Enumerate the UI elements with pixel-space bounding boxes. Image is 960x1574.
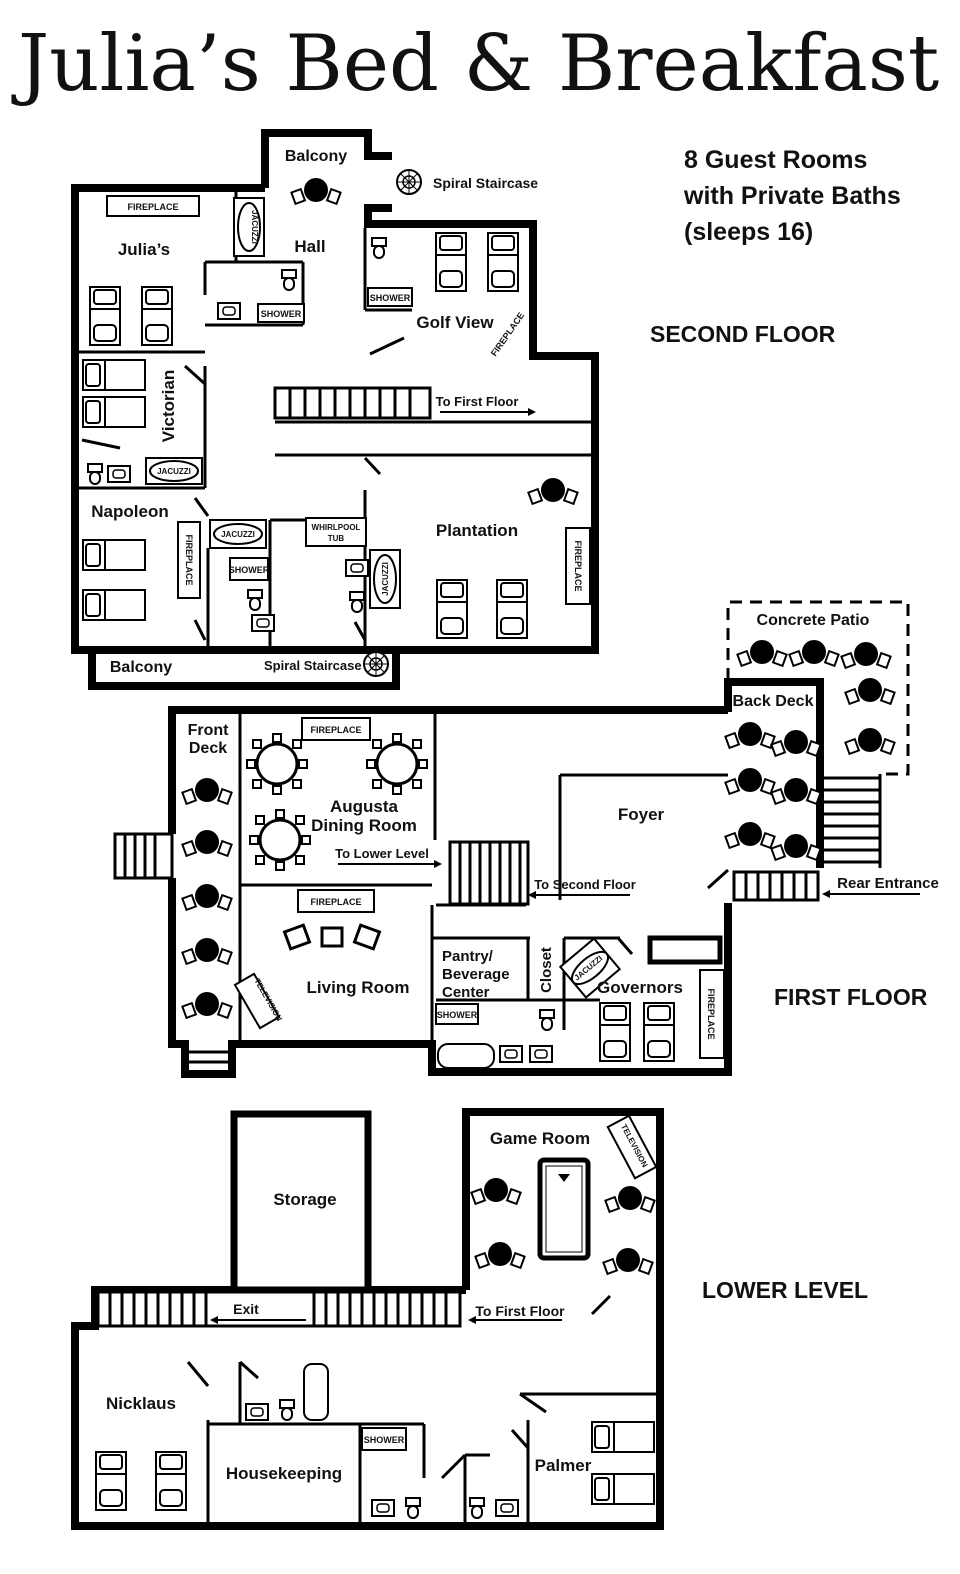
label-to-first-floor-2f: To First Floor (436, 394, 519, 409)
label-to-lower-level: To Lower Level (335, 846, 429, 861)
page-title: Julia’s Bed & Breakfast (11, 19, 939, 109)
label-rear-entrance: Rear Entrance (837, 875, 939, 892)
label-concrete-patio: Concrete Patio (757, 612, 870, 629)
svg-text:JACUZZI: JACUZZI (250, 210, 259, 244)
room-napoleon: Napoleon (91, 502, 168, 521)
room-victorian: Victorian (159, 370, 178, 442)
label-front-deck-2: Deck (189, 740, 227, 757)
room-golf-view: Golf View (416, 313, 494, 332)
label-to-first-floor-lower: To First Floor (475, 1303, 565, 1319)
summary-line-2: with Private Baths (683, 182, 901, 210)
label-closet: Closet (538, 947, 555, 993)
room-nicklaus: Nicklaus (106, 1394, 176, 1413)
fixture-jacuzzi-governors: JACUZZI (558, 937, 622, 999)
fixture-shower-julias: SHOWER (257, 303, 305, 323)
room-augusta-2: Dining Room (311, 816, 417, 835)
fixture-shower-golfview: SHOWER (367, 287, 413, 307)
svg-text:WHIRLPOOL: WHIRLPOOL (312, 523, 361, 532)
label-pantry-2: Beverage (442, 966, 510, 983)
svg-text:FIREPLACE: FIREPLACE (706, 988, 716, 1039)
floor-label-first: FIRST FLOOR (774, 984, 928, 1010)
fixture-whirlpool-tub: WHIRLPOOL TUB (305, 517, 367, 547)
svg-text:JACUZZI: JACUZZI (221, 530, 255, 539)
label-spiral-staircase-top: Spiral Staircase (433, 175, 538, 191)
svg-text:TUB: TUB (328, 534, 345, 543)
fixture-jacuzzi-julias: JACUZZI (233, 197, 265, 257)
svg-text:JACUZZI: JACUZZI (157, 467, 191, 476)
svg-text:SHOWER: SHOWER (437, 1010, 478, 1020)
summary-line-3: (sleeps 16) (684, 218, 813, 246)
label-back-deck: Back Deck (733, 693, 814, 710)
fixture-fireplace-golfview: FIREPLACE (489, 311, 526, 359)
svg-text:JACUZZI: JACUZZI (381, 562, 390, 596)
svg-text:FIREPLACE: FIREPLACE (573, 540, 583, 591)
room-game-room: Game Room (490, 1129, 590, 1148)
second-floor-plan (71, 129, 599, 690)
fixture-fireplace-plantation: FIREPLACE (565, 527, 591, 605)
floor-label-lower: LOWER LEVEL (702, 1277, 868, 1303)
room-living-room: Living Room (307, 978, 410, 997)
label-to-second-floor: To Second Floor (534, 877, 636, 892)
svg-text:SHOWER: SHOWER (370, 293, 411, 303)
label-exit: Exit (233, 1301, 259, 1317)
label-balcony-bottom: Balcony (110, 659, 172, 676)
svg-text:FIREPLACE: FIREPLACE (310, 725, 361, 735)
svg-text:FIREPLACE: FIREPLACE (184, 534, 194, 585)
fixture-fireplace-napoleon: FIREPLACE (177, 521, 201, 599)
room-plantation: Plantation (436, 521, 518, 540)
fixture-fireplace-julias: FIREPLACE (106, 195, 200, 217)
label-hall: Hall (294, 237, 325, 256)
svg-text:FIREPLACE: FIREPLACE (489, 311, 526, 359)
room-julias: Julia’s (118, 240, 170, 259)
room-augusta-1: Augusta (330, 797, 399, 816)
fixture-jacuzzi-victorian: JACUZZI (145, 457, 203, 485)
lower-level-plan (71, 1108, 664, 1530)
room-palmer: Palmer (535, 1456, 592, 1475)
label-spiral-staircase-bottom: Spiral Staircase (264, 658, 362, 673)
floor-label-second: SECOND FLOOR (650, 321, 836, 347)
label-foyer: Foyer (618, 805, 665, 824)
label-pantry-1: Pantry/ (442, 948, 494, 965)
fixture-fireplace-dining: FIREPLACE (301, 717, 371, 741)
svg-text:SHOWER: SHOWER (229, 565, 270, 575)
svg-text:SHOWER: SHOWER (261, 309, 302, 319)
fixture-fireplace-living: FIREPLACE (297, 889, 375, 913)
fixture-shower-lower: SHOWER (361, 1427, 407, 1451)
room-governors: Governors (597, 978, 683, 997)
label-front-deck-1: Front (188, 722, 230, 739)
room-housekeeping: Housekeeping (226, 1464, 342, 1483)
fixture-jacuzzi-napoleon: JACUZZI (209, 519, 267, 549)
fixture-shower-napoleon: SHOWER (229, 557, 270, 581)
fixture-jacuzzi-plantation: JACUZZI (369, 549, 401, 609)
fixture-fireplace-governors: FIREPLACE (699, 969, 725, 1059)
room-storage: Storage (273, 1190, 336, 1209)
svg-text:FIREPLACE: FIREPLACE (127, 202, 178, 212)
label-pantry-3: Center (442, 984, 490, 1001)
svg-text:SHOWER: SHOWER (364, 1435, 405, 1445)
summary-line-1: 8 Guest Rooms (684, 146, 867, 174)
fixture-television-living: TELEVISION (233, 972, 284, 1030)
fixture-shower-first: SHOWER (435, 1003, 479, 1025)
svg-text:FIREPLACE: FIREPLACE (310, 897, 361, 907)
fixture-television-game-room: TELEVISION (606, 1114, 658, 1180)
label-balcony-top: Balcony (285, 148, 347, 165)
